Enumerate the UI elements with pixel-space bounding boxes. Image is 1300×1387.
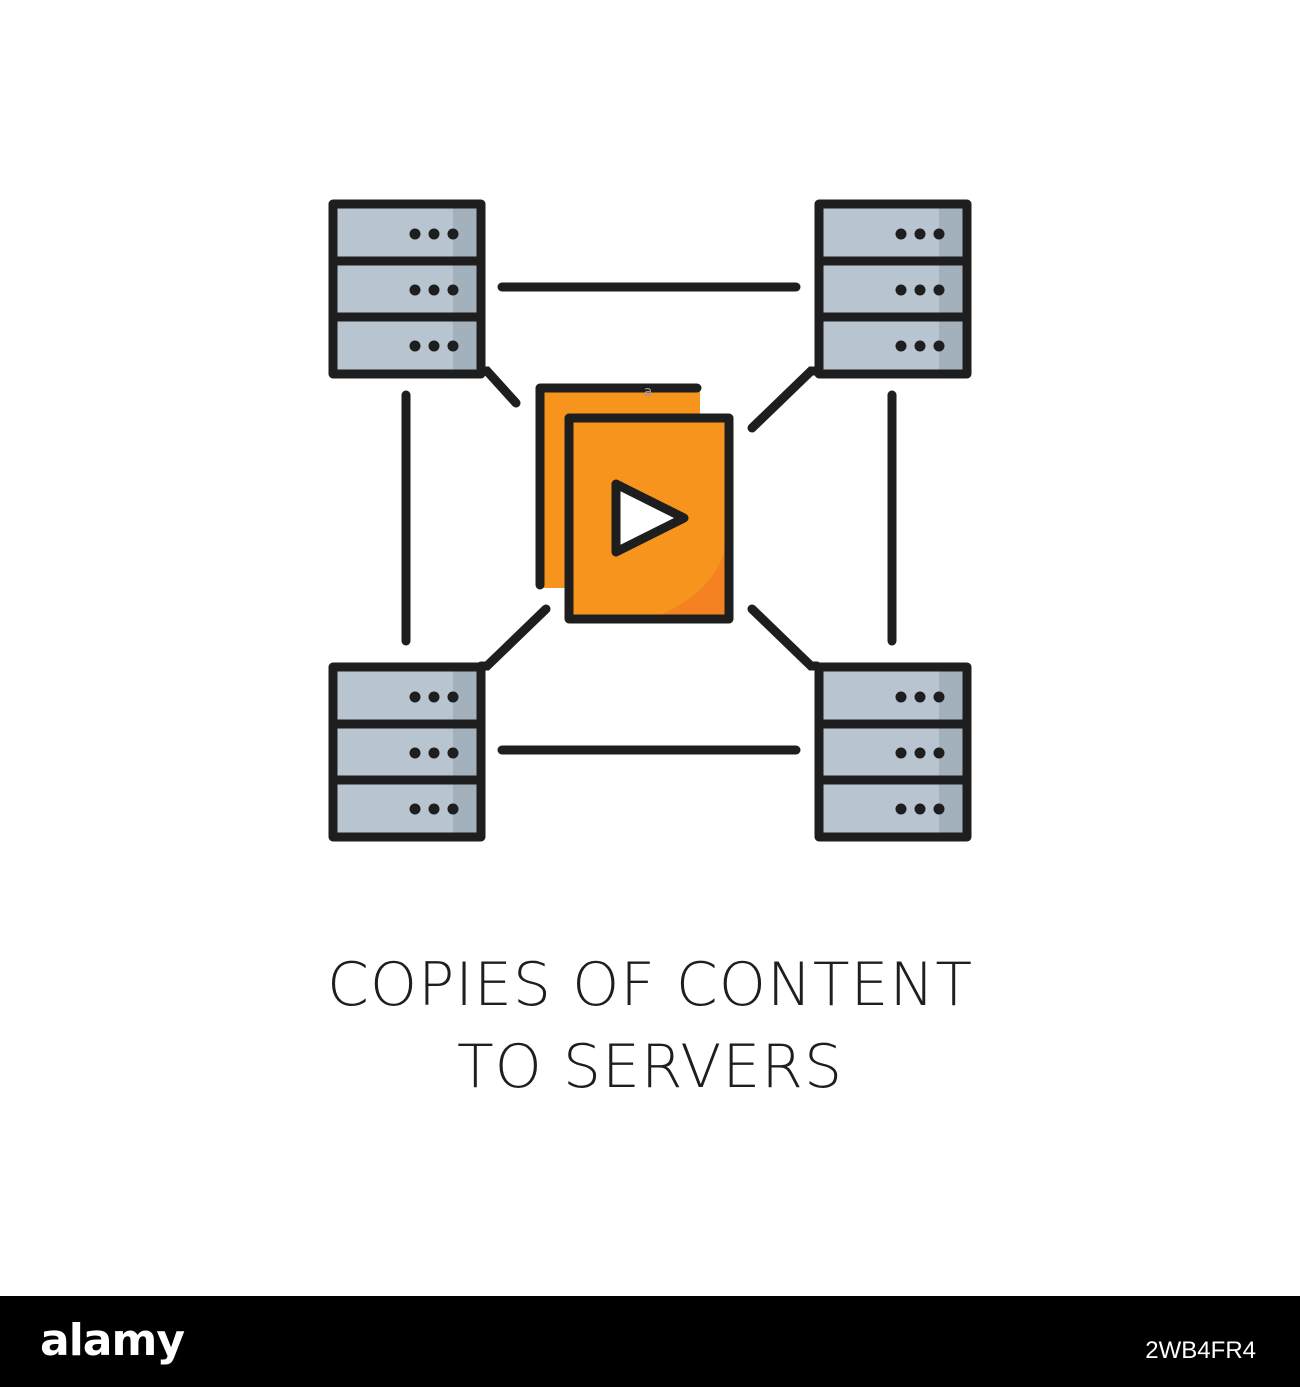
video-file-copies-icon: a bbox=[535, 383, 734, 624]
caption-line-2: TO SERVERS bbox=[456, 1032, 844, 1102]
server-top-right-icon bbox=[819, 204, 967, 374]
cdn-diagram: a bbox=[0, 0, 1300, 1296]
connection-lines bbox=[401, 282, 897, 755]
spoke-bottom-left bbox=[476, 604, 551, 671]
image-id-block: 2WB4FR4 bbox=[1145, 1302, 1256, 1366]
brand-logo: alamy bbox=[40, 1315, 185, 1366]
server-bottom-right-icon bbox=[819, 667, 967, 837]
footer-bar: alamy 2WB4FR4 bbox=[0, 1296, 1300, 1387]
watermark-glyph: a bbox=[644, 384, 653, 400]
image-id: 2WB4FR4 bbox=[1145, 1337, 1256, 1364]
spoke-bottom-right bbox=[747, 604, 822, 671]
illustration-area: a COPIES OF CONTENT TO SERVERS bbox=[0, 0, 1300, 1296]
caption-line-1: COPIES OF CONTENT bbox=[327, 950, 973, 1020]
server-bottom-left-icon bbox=[333, 667, 481, 837]
spoke-top-left bbox=[476, 366, 521, 408]
spoke-top-right bbox=[747, 366, 822, 433]
server-top-left-icon bbox=[333, 204, 481, 374]
play-icon bbox=[611, 479, 689, 557]
